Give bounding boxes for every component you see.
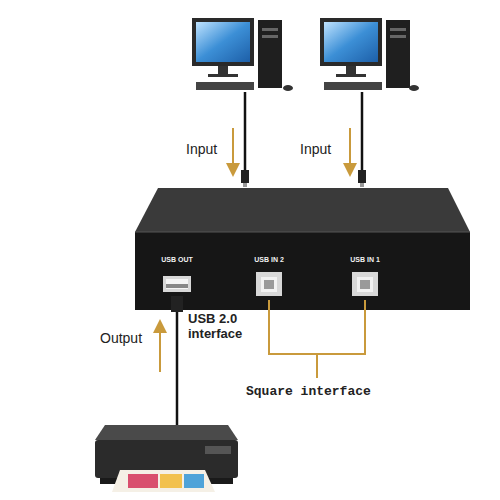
interface-label: Square interface bbox=[246, 384, 371, 399]
output-label: Output bbox=[100, 330, 142, 346]
leader-line bbox=[269, 300, 365, 378]
input-label: Input bbox=[300, 141, 331, 157]
computer-right bbox=[320, 18, 419, 91]
interface-label: USB 2.0 interface bbox=[188, 312, 254, 342]
port-label: USB IN 2 bbox=[254, 256, 284, 263]
printer bbox=[95, 425, 238, 492]
computer-left bbox=[192, 18, 293, 91]
input-label: Input bbox=[186, 141, 217, 157]
input-arrow bbox=[349, 128, 351, 170]
usb-ports bbox=[163, 272, 378, 296]
output-arrow bbox=[159, 326, 161, 372]
port-label: USB IN 1 bbox=[350, 256, 380, 263]
switch-box: USB OUT USB IN 2 USB IN 1 bbox=[135, 232, 470, 310]
switch-housing bbox=[135, 188, 470, 310]
usb-cables bbox=[241, 92, 366, 187]
printer-cable bbox=[171, 296, 183, 425]
input-arrow bbox=[232, 128, 234, 170]
port-label: USB OUT bbox=[161, 256, 193, 263]
